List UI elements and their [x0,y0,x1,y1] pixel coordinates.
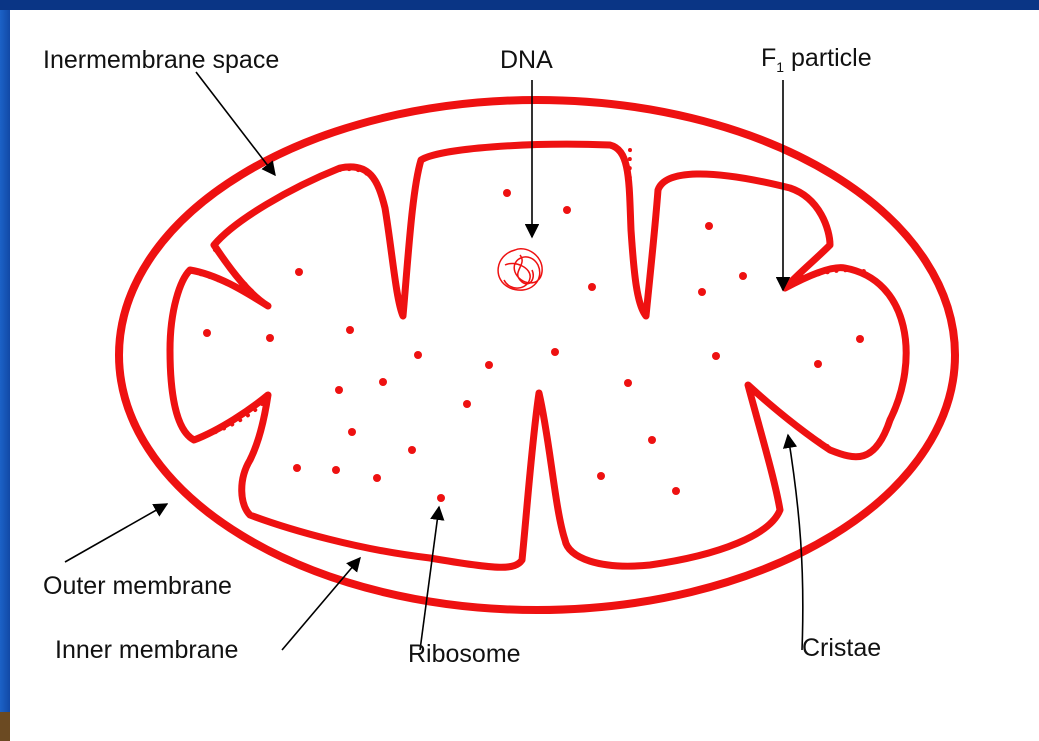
mitochondrion-diagram [10,10,1039,741]
label-f1-particle: F1 particle [761,46,872,74]
arrow-intermembrane-space [196,72,275,175]
inner-membrane [170,144,906,567]
slide-top-band [0,0,1039,10]
f1-particles [192,150,870,563]
arrow-outer-membrane [65,504,167,562]
arrow-ribosome [420,507,439,650]
dna-loop [498,249,542,290]
label-intermembrane-space: Inermembrane space [43,48,279,73]
label-ribosome: Ribosome [408,642,521,667]
label-f1-main: F [761,44,776,72]
diagram-panel: Inermembrane space DNA F1 particle Outer… [10,10,1039,741]
label-f1-tail: particle [784,44,872,72]
label-dna: DNA [500,48,553,73]
label-f1-subscript: 1 [776,59,784,75]
label-inner-membrane: Inner membrane [55,638,238,663]
outer-membrane [119,100,955,610]
slide-corner-mark [0,712,10,741]
arrow-cristae [788,435,803,650]
label-outer-membrane: Outer membrane [43,574,232,599]
label-cristae: Cristae [802,636,881,661]
label-arrows [65,72,803,650]
